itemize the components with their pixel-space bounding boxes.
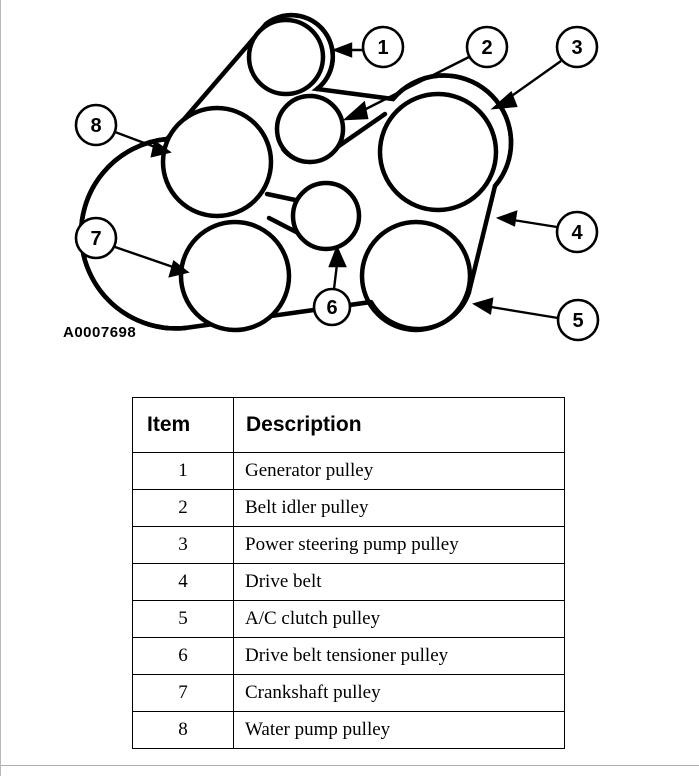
callout-bubble-5: 5 [556,298,600,342]
column-header-item: Item [132,397,234,453]
cell-item: 3 [132,526,234,564]
callout-leader-7 [114,245,190,278]
callout-number-7: 7 [90,228,101,250]
callout-number-3: 3 [571,37,582,59]
cell-item: 2 [132,489,234,527]
callout-circle-5 [556,298,600,342]
callout-leader-8 [114,130,172,158]
callout-circle-6 [312,287,352,327]
callout-number-4: 4 [571,222,583,244]
cell-description: Drive belt tensioner pulley [233,637,565,675]
belt-routing-diagram: 1 2 3 4 5 6 7 8 A0007698 [1,0,699,380]
tensioner-pulley [290,180,362,252]
callout-leader-6 [328,244,347,290]
cell-description: Water pump pulley [233,711,565,749]
callout-bubble-2: 2 [465,25,509,69]
cell-item: 8 [132,711,234,749]
cell-description: Generator pulley [233,452,565,490]
cell-item: 4 [132,563,234,601]
callout-leader-1 [331,42,363,58]
callout-circle-2 [465,25,509,69]
callout-leader-4 [495,210,558,229]
cell-description: Power steering pump pulley [233,526,565,564]
callout-leader-2 [342,55,470,121]
page-bottom-rule [1,765,699,766]
cell-description: Belt idler pulley [233,489,565,527]
belt-idler-pulley [274,93,346,165]
figure-code-label: A0007698 [63,324,137,341]
callout-bubble-7: 7 [74,216,118,260]
pulley-group [160,17,499,333]
cell-item: 7 [132,674,234,712]
generator-pulley [246,17,326,97]
callout-number-8: 8 [90,115,101,137]
cell-item: 1 [132,452,234,490]
belt-routing-svg: 1 2 3 4 5 6 7 8 [74,12,600,342]
callout-circle-3 [555,25,599,69]
cell-item: 6 [132,637,234,675]
cell-description: Drive belt [233,563,565,601]
callout-number-6: 6 [326,297,337,319]
callout-bubble-4: 4 [555,210,599,254]
callout-leader-5 [472,297,559,320]
callout-circle-8 [74,103,118,147]
water-pump-pulley [160,105,274,219]
callout-number-2: 2 [481,37,492,59]
callout-bubble-6: 6 [312,287,352,327]
callout-bubble-3: 3 [555,25,599,69]
crankshaft-pulley [178,219,292,333]
column-header-description: Description [233,397,565,453]
table-header-row: Item Description [132,397,565,453]
callout-circle-1 [361,25,405,69]
callout-bubble-1: 1 [361,25,405,69]
callout-bubble-8: 8 [74,103,118,147]
callout-bubbles: 1 2 3 4 5 6 7 8 [74,25,600,342]
callout-circle-4 [555,210,599,254]
callout-number-1: 1 [377,37,388,59]
callout-circle-7 [74,216,118,260]
cell-item: 5 [132,600,234,638]
power-steering-pulley [377,91,499,213]
callout-number-5: 5 [572,310,583,332]
cell-description: A/C clutch pulley [233,600,565,638]
callout-leaders [114,42,562,320]
cell-description: Crankshaft pulley [233,674,565,712]
callout-leader-3 [490,60,562,110]
